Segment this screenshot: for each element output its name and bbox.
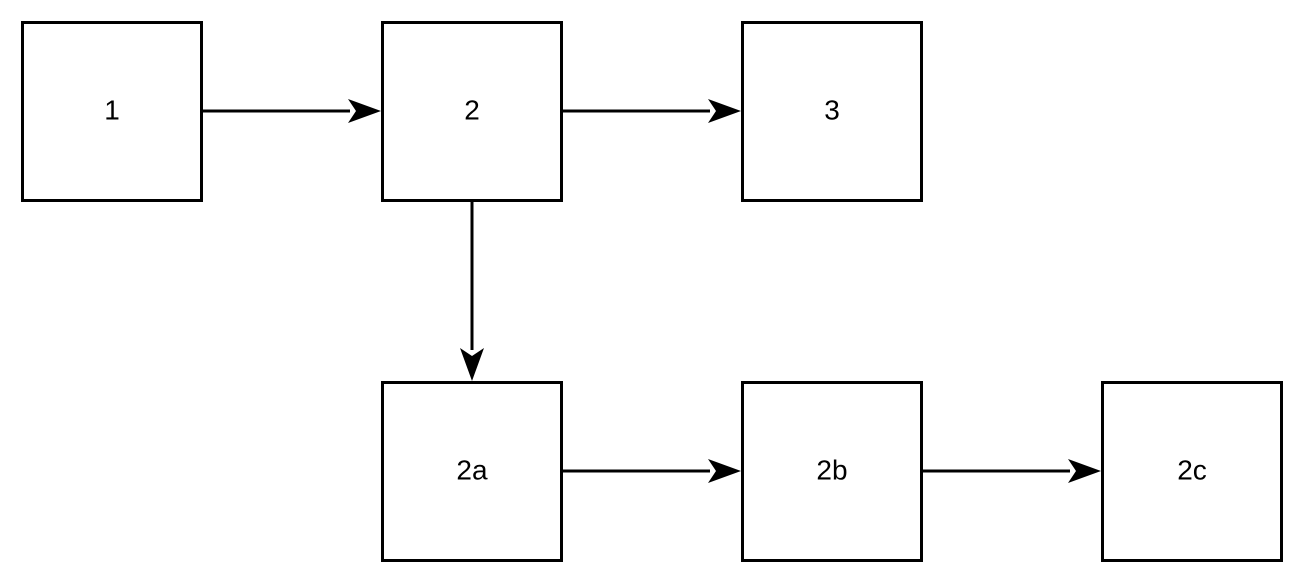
node-2b[interactable]: 2b xyxy=(741,381,923,562)
arrowhead-right-icon xyxy=(1068,459,1101,483)
arrowhead-down-icon xyxy=(460,348,484,381)
node-label: 2b xyxy=(816,454,847,485)
arrowhead-right-icon xyxy=(348,99,381,123)
node-1[interactable]: 1 xyxy=(21,21,203,202)
node-label: 2a xyxy=(456,454,488,485)
node-2c[interactable]: 2c xyxy=(1101,381,1283,562)
arrowhead-right-icon xyxy=(708,459,741,483)
node-2[interactable]: 2 xyxy=(381,21,563,202)
node-box[interactable] xyxy=(1101,381,1283,562)
node-box[interactable] xyxy=(381,21,563,202)
node-box[interactable] xyxy=(741,21,923,202)
arrowhead-right-icon xyxy=(708,99,741,123)
edge-2-to-2a xyxy=(460,202,484,381)
node-box[interactable] xyxy=(381,381,563,562)
edge-2-to-3 xyxy=(563,99,741,123)
node-2a[interactable]: 2a xyxy=(381,381,563,562)
edge-1-to-2 xyxy=(203,99,381,123)
node-box[interactable] xyxy=(21,21,203,202)
node-label: 1 xyxy=(104,94,120,125)
edge-2b-to-2c xyxy=(922,459,1101,483)
node-label: 3 xyxy=(824,94,840,125)
node-box[interactable] xyxy=(741,381,923,562)
edge-2a-to-2b xyxy=(563,459,741,483)
node-label: 2 xyxy=(464,94,480,125)
node-3[interactable]: 3 xyxy=(741,21,923,202)
node-label: 2c xyxy=(1177,454,1207,485)
